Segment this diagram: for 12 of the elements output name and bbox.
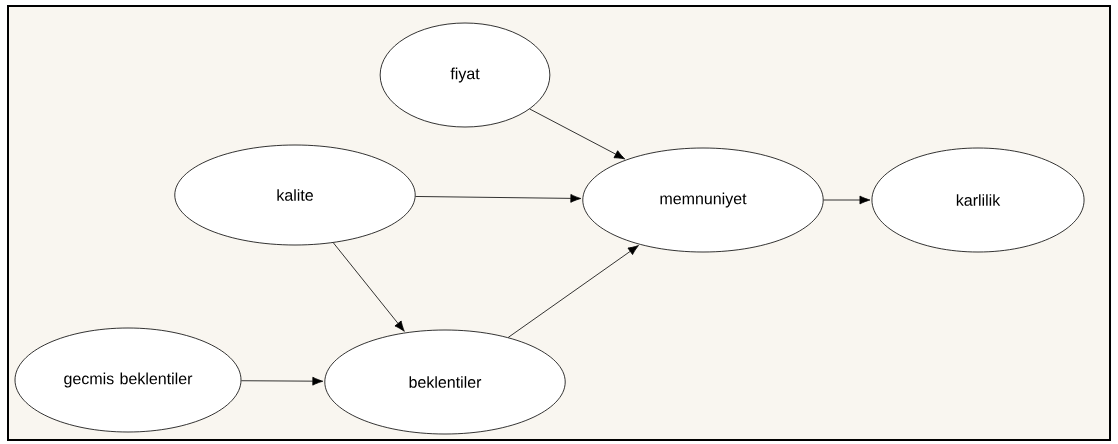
ellipse-node: fiyat bbox=[379, 22, 551, 128]
arrow bbox=[529, 108, 626, 160]
ellipse-node: karlilik bbox=[871, 147, 1085, 253]
arrow bbox=[415, 194, 582, 203]
arrow bbox=[241, 376, 324, 386]
ellipse-node: gecmis beklentiler bbox=[14, 327, 242, 433]
ellipse-node: kalite bbox=[174, 144, 416, 246]
ellipse-node: beklentiler bbox=[324, 329, 566, 435]
arrow bbox=[507, 245, 639, 338]
arrow bbox=[823, 195, 871, 205]
arrow bbox=[332, 242, 405, 332]
ellipse-node: memnuniyet bbox=[582, 147, 824, 253]
